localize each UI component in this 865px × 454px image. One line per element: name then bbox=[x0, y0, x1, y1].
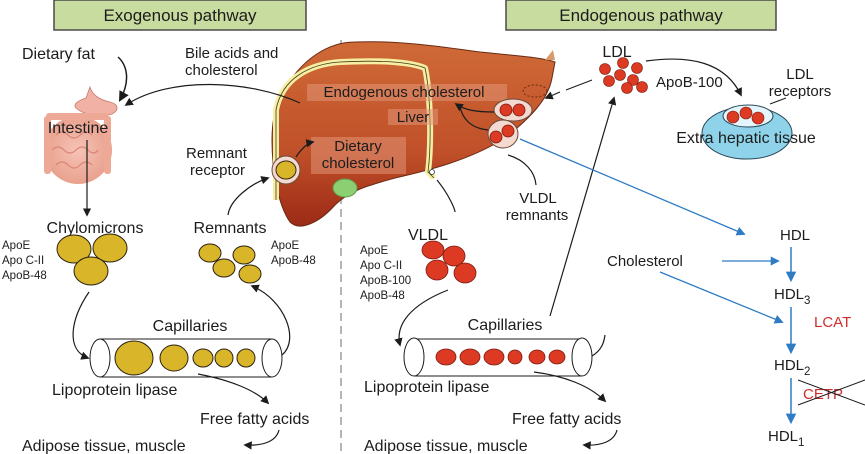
liver-ldl-receptor-site bbox=[493, 98, 533, 122]
hdl2-label: HDL2 bbox=[774, 357, 810, 378]
dietary-cholesterol-label-1: Dietary bbox=[334, 138, 382, 155]
remnant-receptor-label-1: Remnant bbox=[186, 145, 248, 162]
extra-hepatic-label: Extra hepatic tissue bbox=[676, 130, 816, 147]
vldl-particles bbox=[421, 240, 477, 284]
exo-lipoprotein-lipase-label: Lipoprotein lipase bbox=[52, 382, 178, 399]
hdl1-label: HDL1 bbox=[768, 428, 804, 449]
chylomicron-particles bbox=[56, 233, 128, 286]
bile-acids-label-2: cholesterol bbox=[185, 62, 258, 79]
hdl-label: HDL bbox=[780, 227, 810, 244]
remnant-receptor-label-2: receptor bbox=[190, 162, 245, 179]
exo-capillaries-label: Capillaries bbox=[153, 318, 228, 335]
vldl-apo-1: ApoE bbox=[360, 245, 388, 257]
vldl-label: VLDL bbox=[408, 227, 448, 244]
endo-lipoprotein-lipase-label: Lipoprotein lipase bbox=[364, 379, 490, 396]
exo-adipose-label: Adipose tissue, muscle bbox=[22, 438, 186, 454]
remnant-particles bbox=[198, 243, 262, 284]
dietary-fat-label: Dietary fat bbox=[22, 46, 95, 63]
chylo-apo-1: ApoE bbox=[2, 240, 30, 252]
exogenous-header: Exogenous pathway bbox=[53, 0, 307, 31]
lcat-label: LCAT bbox=[814, 314, 851, 331]
bile-acids-label-1: Bile acids and bbox=[185, 45, 278, 62]
cetp-label: CETP bbox=[803, 386, 843, 403]
ldl-receptors-label-2: receptors bbox=[769, 83, 832, 100]
vldl-apo-3: ApoB-100 bbox=[360, 275, 411, 287]
ldl-particles bbox=[599, 57, 648, 94]
chylomicrons-label: Chylomicrons bbox=[47, 220, 144, 237]
endogenous-header-label: Endogenous pathway bbox=[559, 6, 723, 25]
dietary-cholesterol-label-2: cholesterol bbox=[322, 155, 395, 172]
chylo-apo-3: ApoB-48 bbox=[2, 270, 47, 282]
liver-label: Liver bbox=[397, 109, 430, 126]
liver: Endogenous cholesterol Liver Dietary cho… bbox=[271, 41, 556, 227]
ldl-receptors-label-1: LDL bbox=[786, 66, 814, 83]
intestine-illustration bbox=[44, 85, 118, 184]
remnant-apo-2: ApoB-48 bbox=[271, 255, 316, 267]
intestine-label: Intestine bbox=[48, 120, 109, 137]
endo-adipose-label: Adipose tissue, muscle bbox=[364, 438, 528, 454]
exo-free-fatty-acids-label: Free fatty acids bbox=[200, 411, 309, 428]
ldl-label: LDL bbox=[602, 44, 631, 61]
endogenous-header: Endogenous pathway bbox=[505, 0, 777, 31]
exo-capillary-tube bbox=[89, 338, 283, 378]
extra-hepatic-tissue bbox=[701, 104, 793, 160]
liver-vldl-site bbox=[487, 119, 519, 149]
cholesterol-label: Cholesterol bbox=[607, 253, 683, 270]
vldl-apo-2: Apo C-II bbox=[360, 260, 402, 272]
endogenous-cholesterol-label: Endogenous cholesterol bbox=[324, 84, 485, 101]
vldl-apo-4: ApoB-48 bbox=[360, 290, 405, 302]
vldl-remnants-label-1: VLDL bbox=[519, 190, 557, 207]
endo-free-fatty-acids-label: Free fatty acids bbox=[512, 411, 621, 428]
ldl-apo-label: ApoB-100 bbox=[656, 74, 723, 91]
gallbladder bbox=[332, 178, 358, 198]
endo-capillaries-label: Capillaries bbox=[468, 317, 543, 334]
vldl-remnants-label-2: remnants bbox=[506, 207, 569, 224]
remnant-apo-1: ApoE bbox=[271, 240, 299, 252]
hdl3-label: HDL3 bbox=[774, 286, 810, 307]
endo-capillary-tube bbox=[403, 337, 593, 377]
stomach-icon bbox=[74, 85, 118, 116]
exogenous-header-label: Exogenous pathway bbox=[103, 6, 257, 25]
cetp-inhibited: CETP bbox=[797, 379, 865, 406]
chylo-apo-2: Apo C-II bbox=[2, 255, 44, 267]
remnants-label: Remnants bbox=[194, 220, 267, 237]
